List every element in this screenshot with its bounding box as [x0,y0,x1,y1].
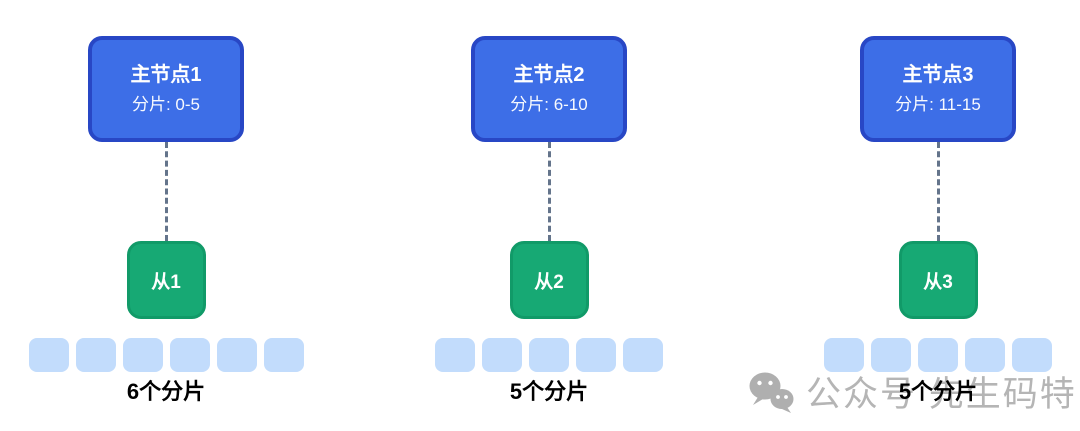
shard-block [529,338,569,372]
master-slave-connector [547,142,551,241]
master-node-1: 主节点1 分片: 0-5 [88,36,244,142]
shard-block [918,338,958,372]
shard-block [435,338,475,372]
master-slave-connector [936,142,940,241]
master-node-title: 主节点2 [513,64,585,86]
shard-block [169,338,210,372]
shard-block [122,338,163,372]
shard-block [263,338,304,372]
master-node-shard-range: 分片: 6-10 [510,95,588,114]
shard-block [28,338,69,372]
master-node-shard-range: 分片: 0-5 [131,95,201,114]
master-node-3: 主节点3 分片: 11-15 [860,36,1016,142]
shard-block [871,338,911,372]
master-node-title: 主节点1 [130,64,202,86]
slave-node-2: 从2 [509,241,589,319]
shards-row [28,338,304,372]
shard-block [75,338,116,372]
shard-block [623,338,663,372]
master-node-shard-range: 分片: 11-15 [895,95,981,114]
master-node-2: 主节点2 分片: 6-10 [471,36,627,142]
watermark-text: 公众号 先生码特 [806,375,1077,414]
wechat-icon [748,370,796,414]
watermark: 公众号 先生码特 [748,366,1077,417]
shards-count-label: 6个分片 [126,379,206,404]
shards-count-label: 5个分片 [509,379,589,404]
master-node-title: 主节点3 [902,64,974,86]
shard-block [216,338,257,372]
shard-block [576,338,616,372]
shard-block [965,338,1005,372]
cluster-column-1: 主节点1 分片: 0-5 从1 6个分片 [0,0,332,431]
cluster-column-3: 主节点3 分片: 11-15 从3 5个分片 [772,0,1080,431]
master-slave-connector [164,142,168,241]
shards-row [824,338,1052,372]
slave-node-1: 从1 [126,241,206,319]
slave-node-3: 从3 [898,241,978,319]
shard-block [482,338,522,372]
shards-row [435,338,663,372]
shard-block [824,338,864,372]
shards-count-label: 5个分片 [898,379,978,404]
shard-block [1012,338,1052,372]
cluster-column-2: 主节点2 分片: 6-10 从2 5个分片 [383,0,715,431]
